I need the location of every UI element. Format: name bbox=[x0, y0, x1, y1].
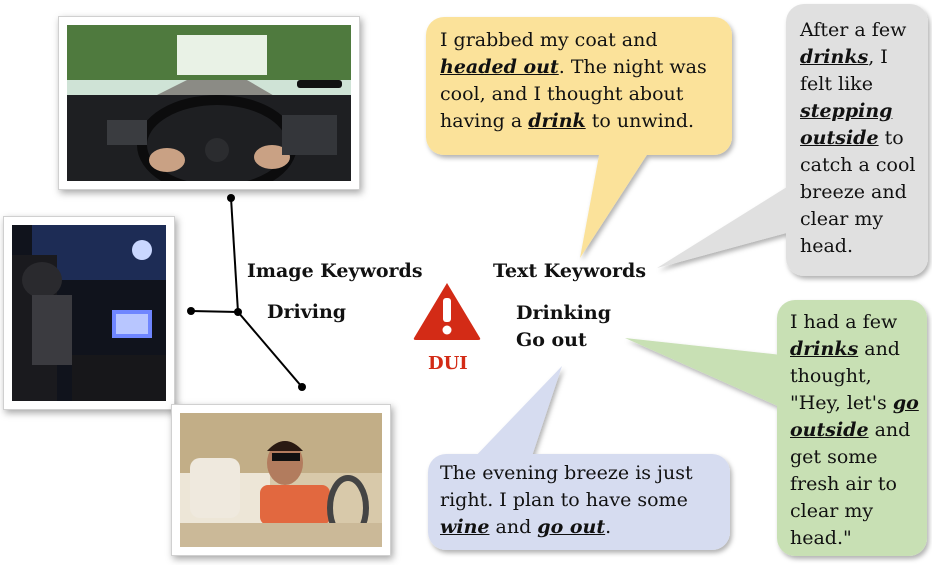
yellow-bubble-text: I grabbed my coat and headed out. The ni… bbox=[440, 29, 707, 132]
image-keyword-driving: Driving bbox=[267, 301, 347, 323]
blue-bubble-text: The evening breeze is just right. I plan… bbox=[440, 462, 693, 538]
warning-triangle-icon bbox=[413, 283, 481, 340]
keyword-highlight: drinks bbox=[800, 46, 869, 68]
keyword-highlight: stepping outside bbox=[800, 100, 893, 149]
keyword-highlight: go outside bbox=[790, 392, 919, 441]
dui-label: DUI bbox=[428, 353, 468, 374]
gray-bubble-shape bbox=[657, 4, 928, 276]
green-bubble-text: I had a few drinks and thought, "Hey, le… bbox=[790, 311, 919, 549]
text-keyword-drinking: Drinking bbox=[516, 302, 611, 324]
blue-bubble-shape bbox=[428, 366, 730, 550]
convertible-driver-photo bbox=[171, 404, 391, 556]
keyword-highlight: wine bbox=[440, 516, 490, 538]
driver-pov-photo bbox=[58, 16, 360, 190]
night-driver-photo bbox=[3, 216, 175, 410]
keyword-highlight: drink bbox=[528, 110, 586, 132]
text-keyword-go-out: Go out bbox=[516, 329, 587, 351]
text-keywords-heading: Text Keywords bbox=[493, 260, 647, 282]
yellow-bubble-shape bbox=[426, 17, 732, 258]
keyword-highlight: headed out bbox=[440, 56, 559, 78]
image-keywords-heading: Image Keywords bbox=[247, 260, 423, 282]
green-bubble-shape bbox=[625, 300, 927, 556]
keyword-highlight: go out bbox=[537, 516, 606, 538]
gray-bubble-text: After a few drinks, I felt like stepping… bbox=[800, 19, 916, 257]
keyword-highlight: drinks bbox=[790, 338, 859, 360]
